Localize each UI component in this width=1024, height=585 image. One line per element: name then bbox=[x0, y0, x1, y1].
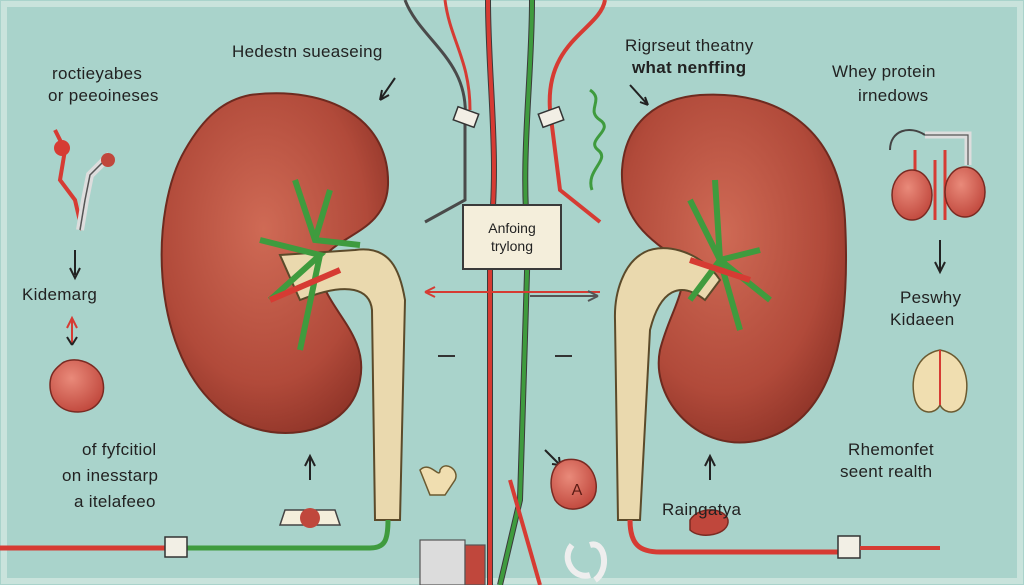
pointer-arrows bbox=[379, 77, 649, 106]
bottom-small-figures bbox=[278, 449, 729, 585]
right-mid-line2: Kidaeen bbox=[890, 310, 955, 329]
bottom-center-label: Raingatya bbox=[662, 500, 742, 519]
left-mid-label: Kidemarg bbox=[22, 285, 98, 304]
marker-letter: A bbox=[572, 482, 583, 499]
bottom-right-line2: seent realth bbox=[840, 462, 933, 481]
top-left-heading: Hedestn sueaseing bbox=[232, 42, 383, 61]
top-right-heading-line2: what nenffing bbox=[632, 58, 747, 77]
center-label-box: Anfoing trylong bbox=[462, 204, 562, 270]
bottom-left-line3: a itelafeeo bbox=[74, 492, 156, 511]
right-mid-line1: Peswhy bbox=[900, 288, 962, 307]
left-kidney bbox=[160, 92, 407, 521]
bottom-tubes bbox=[0, 519, 940, 559]
bottom-left-line2: on inesstarp bbox=[62, 466, 159, 485]
far-right-line1: Whey protein bbox=[832, 62, 936, 81]
top-left-side-line2: or peeoineses bbox=[48, 86, 159, 105]
bottom-right-line1: Rhemonfet bbox=[848, 440, 934, 459]
center-box-line1: Anfoing bbox=[488, 220, 536, 236]
right-small-figures bbox=[889, 129, 986, 413]
bottom-left-line1: of fyfcitiol bbox=[82, 440, 157, 459]
far-right-line2: irnedows bbox=[858, 86, 929, 105]
left-small-figures bbox=[49, 129, 115, 413]
top-left-side-line1: roctieyabes bbox=[52, 64, 143, 83]
connecting-arrows bbox=[424, 286, 600, 357]
center-box-line2: trylong bbox=[490, 238, 534, 254]
top-right-heading-line1: Rigrseut theatny bbox=[625, 36, 754, 55]
right-kidney bbox=[613, 93, 848, 521]
